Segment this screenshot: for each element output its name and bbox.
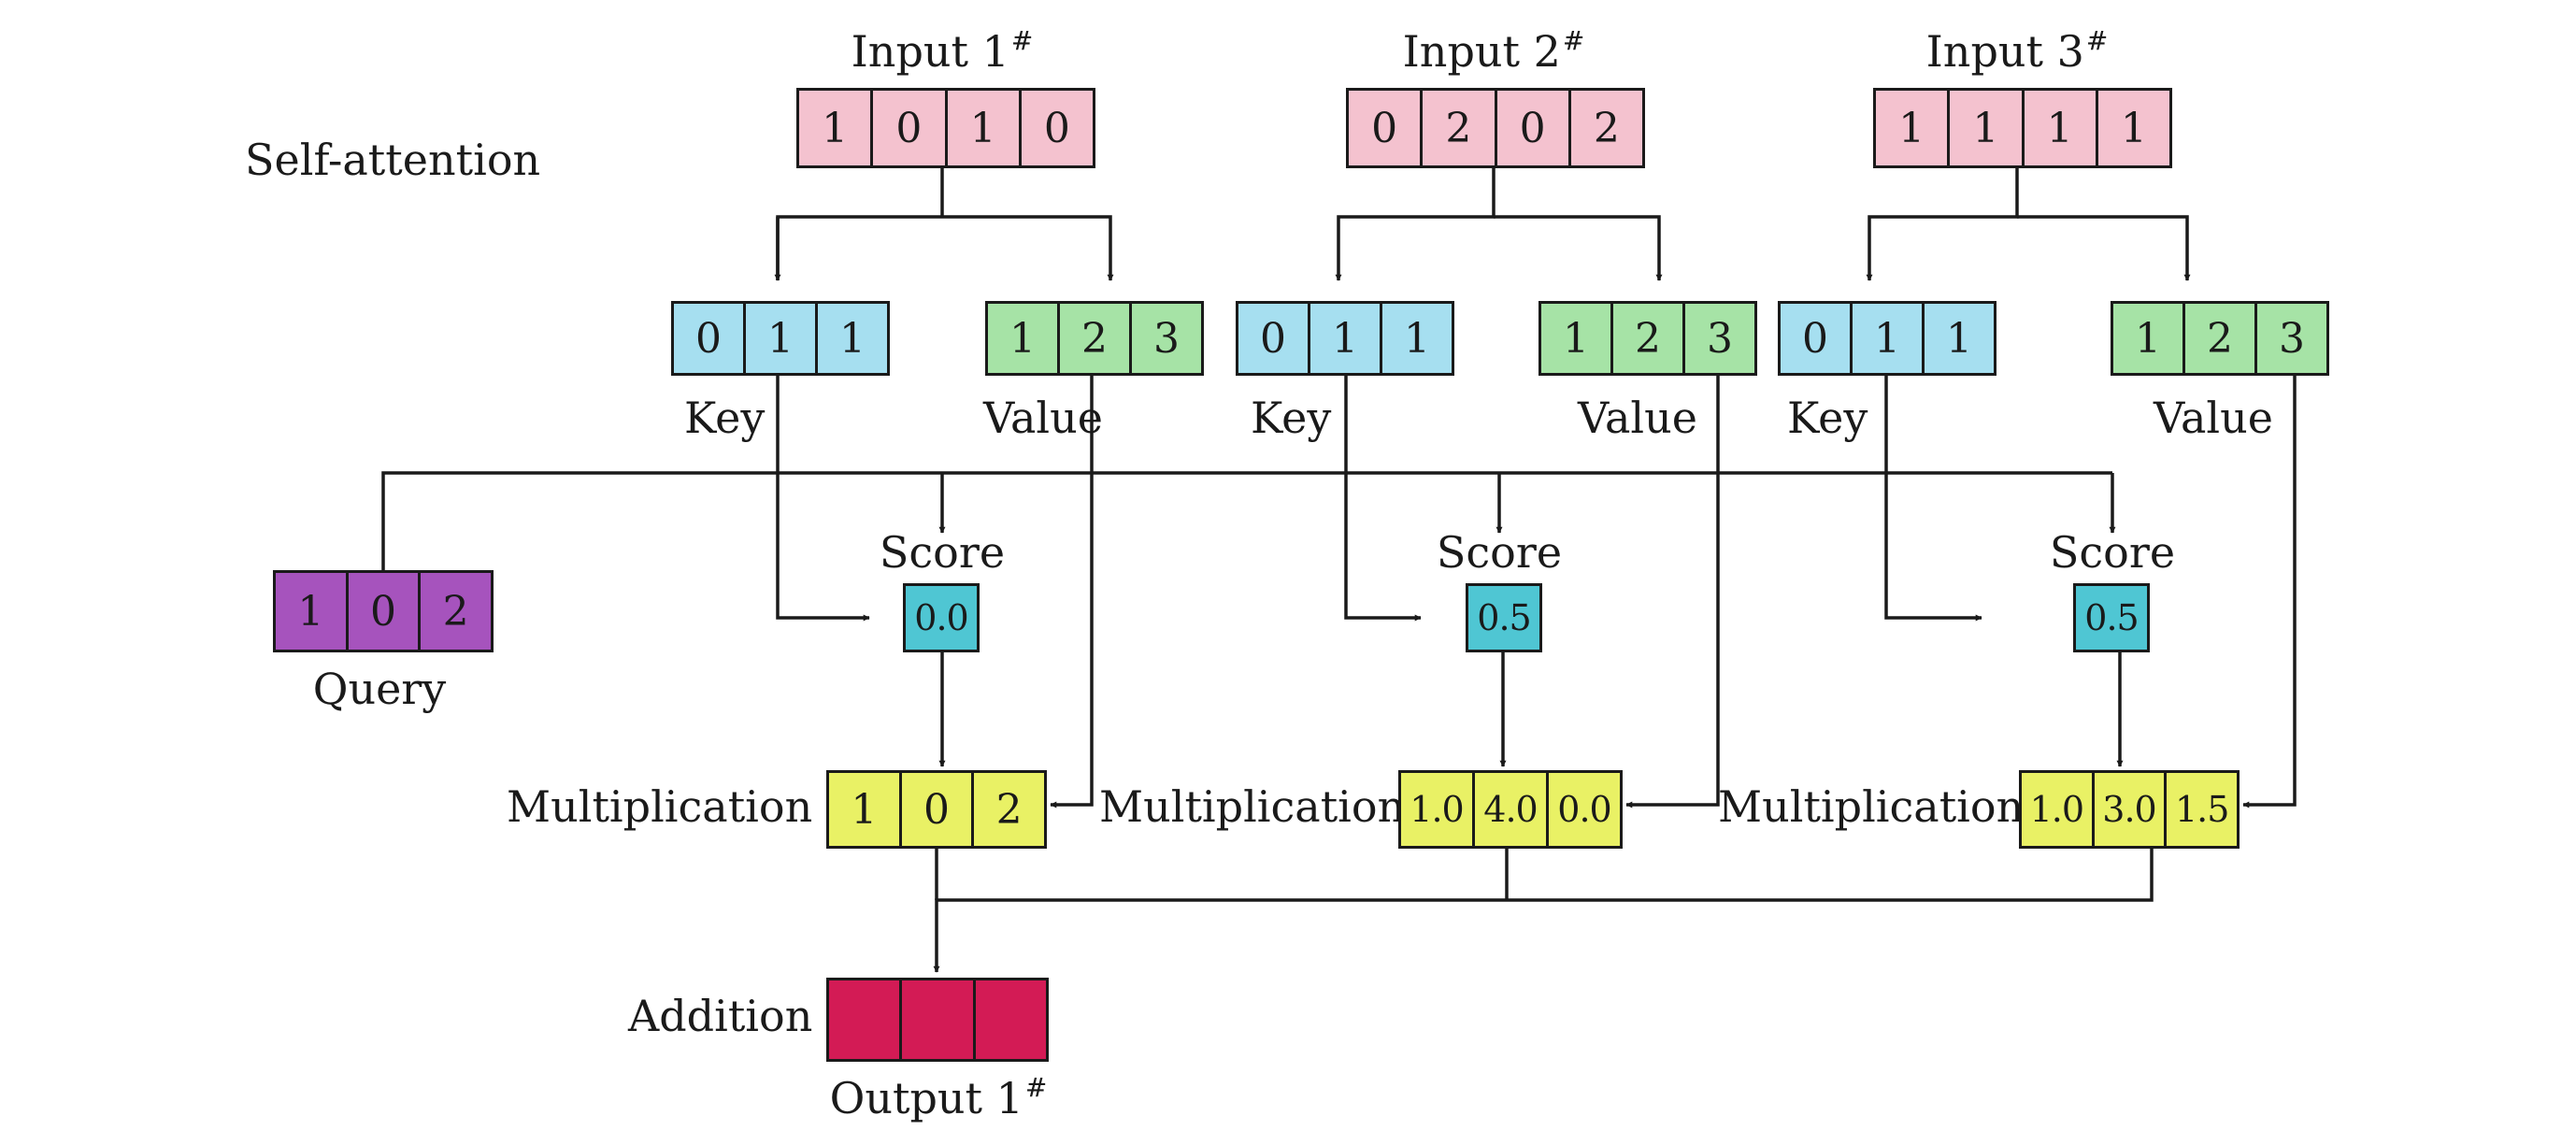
value-1-vector: 1 2 3 <box>985 301 1204 376</box>
value-3-to-mult <box>2242 376 2297 808</box>
input-3-cell: 1 <box>2097 91 2169 165</box>
value-1-cell: 1 <box>988 304 1060 373</box>
multiplication-1-cell: 1 <box>829 773 902 846</box>
input-3-split <box>1866 168 2019 281</box>
output-cell <box>829 980 903 1059</box>
value-1-cell: 2 <box>1060 304 1132 373</box>
query-vector: 1 0 2 <box>273 570 494 652</box>
value-1-to-mult <box>1050 376 1094 808</box>
key-2-label: Key <box>1251 393 1332 443</box>
value-1-cell: 3 <box>1132 304 1201 373</box>
output-cell <box>902 980 976 1059</box>
key-3-vector: 0 1 1 <box>1778 301 1996 376</box>
value-2-cell: 3 <box>1685 304 1754 373</box>
multiplication-2-cell: 1.0 <box>1401 773 1475 846</box>
key-2-vector: 0 1 1 <box>1236 301 1454 376</box>
key-1-vector: 0 1 1 <box>671 301 890 376</box>
multiplication-1-cell: 2 <box>974 773 1045 846</box>
input-3-label: Input 3# <box>1925 25 2109 77</box>
multiplication-3-label: Multiplication <box>1718 781 2025 832</box>
input-2-vector: 0 2 0 2 <box>1346 88 1645 168</box>
multiplication-2-vector: 1.0 4.0 0.0 <box>1398 770 1623 849</box>
key-3-label: Key <box>1787 393 1868 443</box>
input-3-cell: 1 <box>1876 91 1951 165</box>
addition-label: Addition <box>628 991 813 1041</box>
input-2-cell: 2 <box>1423 91 1497 165</box>
value-3-cell: 2 <box>2185 304 2257 373</box>
input-2-cell: 0 <box>1349 91 1424 165</box>
query-label: Query <box>312 664 447 714</box>
query-bus <box>381 471 2112 570</box>
input-2-to-value <box>1494 215 1663 281</box>
score-1-label: Score <box>879 527 1006 578</box>
key-1-cell: 1 <box>746 304 818 373</box>
score-1-box: 0.0 <box>903 583 980 652</box>
input-2-cell: 0 <box>1496 91 1571 165</box>
key-1-cell: 1 <box>818 304 887 373</box>
sum-bus <box>937 845 2154 972</box>
multiplication-3-cell: 3.0 <box>2094 773 2168 846</box>
key-3-to-score <box>1884 376 1982 622</box>
input-1-cell: 1 <box>799 91 874 165</box>
input-2-split <box>1335 168 1496 281</box>
input-1-cell: 1 <box>947 91 1022 165</box>
key-1-label: Key <box>684 393 766 443</box>
key-2-cell: 1 <box>1382 304 1452 373</box>
input-1-label: Input 1# <box>851 25 1034 77</box>
key-2-cell: 1 <box>1310 304 1382 373</box>
score-2-label: Score <box>1436 527 1563 578</box>
output-label: Output 1# <box>829 1072 1048 1123</box>
multiplication-2-label: Multiplication <box>1099 781 1406 832</box>
input-3-cell: 1 <box>1950 91 2025 165</box>
score-3-label: Score <box>2049 527 2176 578</box>
input-1-cell: 0 <box>1021 91 1093 165</box>
input-3-to-value <box>2017 215 2191 281</box>
input-1-split <box>776 168 1110 280</box>
multiplication-3-vector: 1.0 3.0 1.5 <box>2019 770 2240 849</box>
key-1-cell: 0 <box>674 304 746 373</box>
key-3-cell: 0 <box>1781 304 1853 373</box>
value-3-cell: 3 <box>2257 304 2326 373</box>
value-3-cell: 1 <box>2113 304 2185 373</box>
multiplication-1-label: Multiplication <box>507 781 813 832</box>
value-1-label: Value <box>983 393 1103 443</box>
key-3-cell: 1 <box>1925 304 1994 373</box>
multiplication-1-vector: 1 0 2 <box>826 770 1047 849</box>
value-2-cell: 2 <box>1613 304 1685 373</box>
output-vector <box>826 978 1049 1062</box>
multiplication-1-cell: 0 <box>901 773 975 846</box>
value-2-label: Value <box>1578 393 1697 443</box>
input-1-cell: 0 <box>873 91 948 165</box>
input-2-cell: 2 <box>1570 91 1642 165</box>
query-cell: 1 <box>276 573 349 650</box>
score-3-box: 0.5 <box>2073 583 2150 652</box>
value-2-vector: 1 2 3 <box>1538 301 1757 376</box>
key-3-cell: 1 <box>1853 304 1925 373</box>
output-cell <box>975 980 1046 1059</box>
key-2-to-score <box>1344 376 1422 622</box>
score-1-value: 0.0 <box>906 586 977 650</box>
multiplication-3-cell: 1.0 <box>2022 773 2095 846</box>
key-1-to-score <box>776 376 870 622</box>
multiplication-3-cell: 1.5 <box>2167 773 2238 846</box>
input-3-cell: 1 <box>2024 91 2098 165</box>
diagram-title: Self-attention <box>245 135 541 185</box>
score-2-box: 0.5 <box>1466 583 1542 652</box>
input-2-label: Input 2# <box>1402 25 1585 77</box>
multiplication-2-cell: 4.0 <box>1475 773 1549 846</box>
value-2-to-mult <box>1625 376 1720 808</box>
key-2-cell: 0 <box>1238 304 1310 373</box>
score-3-value: 0.5 <box>2076 586 2147 650</box>
input-1-vector: 1 0 1 0 <box>796 88 1095 168</box>
query-cell: 0 <box>348 573 422 650</box>
score-2-value: 0.5 <box>1468 586 1539 650</box>
value-2-cell: 1 <box>1541 304 1613 373</box>
value-3-vector: 1 2 3 <box>2111 301 2329 376</box>
value-3-label: Value <box>2154 393 2273 443</box>
query-cell: 2 <box>421 573 492 650</box>
input-3-vector: 1 1 1 1 <box>1873 88 2172 168</box>
multiplication-2-cell: 0.0 <box>1549 773 1620 846</box>
